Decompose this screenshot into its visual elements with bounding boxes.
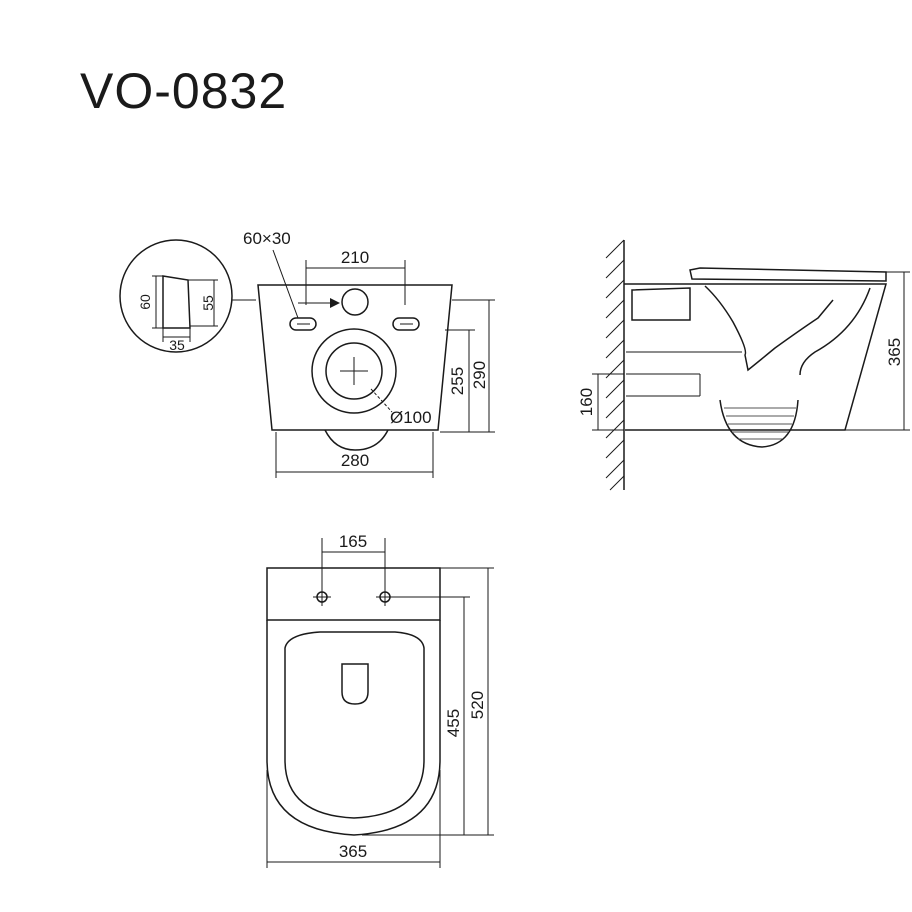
model-title: VO-0832: [80, 63, 288, 119]
detail-profile: [162, 275, 191, 329]
slot-right: [392, 317, 420, 331]
rear-trap-outline: [324, 429, 389, 451]
dim-top-inner-length: 455: [444, 709, 463, 737]
detail-circle: [119, 239, 233, 353]
top-seat-inner: [284, 631, 425, 819]
side-rear-flange: [631, 287, 691, 321]
side-trap: [719, 399, 799, 448]
side-lid: [689, 267, 887, 282]
dim-slot-size: 60×30: [243, 229, 291, 248]
dim-top-width: 365: [339, 842, 367, 861]
side-view: 365 160: [577, 239, 910, 491]
rear-body-outline: [257, 284, 453, 431]
inlet-circle: [341, 288, 369, 316]
side-bowl-curve: [704, 285, 834, 372]
dim-outlet-diameter: Ø100: [390, 408, 432, 427]
top-view: 165 455 520 365: [266, 532, 494, 868]
dim-bolt-spacing-rear: 210: [341, 248, 369, 267]
slot-left: [289, 317, 317, 331]
slot-detail: 60 55 35: [119, 239, 256, 353]
rear-view: 210 60×30 255 290 Ø100 280: [243, 229, 495, 478]
dim-side-height: 365: [885, 338, 904, 366]
dim-outlet-height-inner: 255: [448, 367, 467, 395]
side-bowl-outer: [799, 287, 871, 376]
top-bowl-outline: [266, 620, 441, 836]
dim-detail-height-right: 55: [200, 295, 216, 311]
top-rear-block: [266, 567, 441, 621]
wall-hatching: [605, 239, 625, 491]
dim-detail-height-left: 60: [137, 294, 153, 310]
dim-top-total-length: 520: [468, 691, 487, 719]
dim-top-bolt-spacing: 165: [339, 532, 367, 551]
dim-side-outlet-height: 160: [577, 388, 596, 416]
outlet-inner-circle: [325, 342, 383, 400]
dim-rear-width: 280: [341, 451, 369, 470]
dim-detail-depth: 35: [169, 337, 185, 353]
pointer-arrow: [330, 298, 340, 308]
side-body-outline: [624, 283, 887, 431]
top-flush-hole: [341, 663, 369, 705]
outlet-outer-circle: [311, 328, 397, 414]
dim-outlet-height-outer: 290: [470, 361, 489, 389]
